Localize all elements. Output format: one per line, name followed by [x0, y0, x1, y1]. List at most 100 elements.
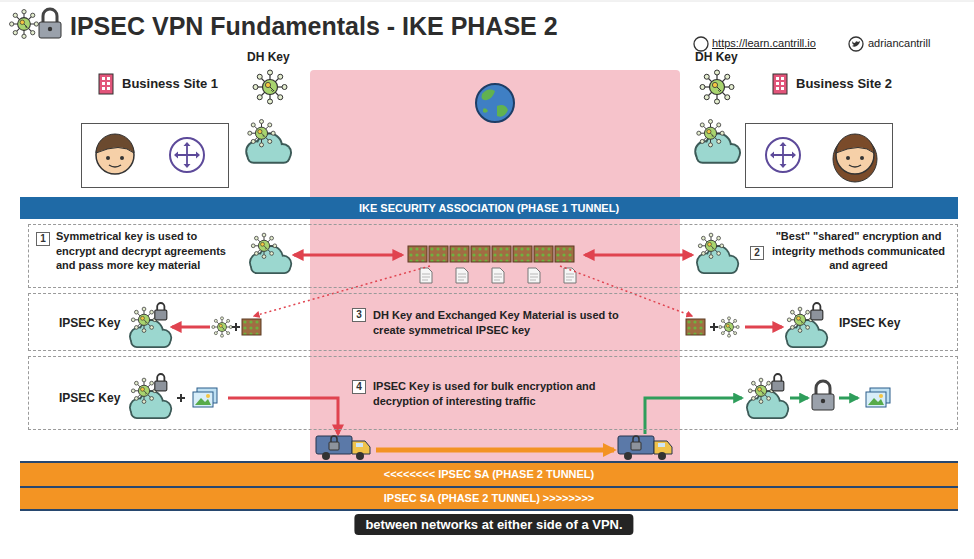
- step-row: IPSEC KeyDH Key and Exchanged Key Materi…: [28, 293, 958, 351]
- dh-key-icon: [131, 307, 156, 332]
- locked-key-icon: [131, 303, 171, 346]
- decrypt-arrow: [790, 397, 808, 400]
- label-text: adriancantrill: [868, 37, 930, 49]
- person-icon: [833, 134, 877, 182]
- padlock-icon: [811, 303, 823, 320]
- key-material-block: [534, 246, 553, 262]
- locked-key-icon: [131, 374, 171, 417]
- node-text: DH Key and Exchanged Key Material is use…: [373, 308, 623, 337]
- dh-key-icon: [253, 70, 287, 104]
- document-icon: [528, 268, 540, 283]
- step-row: IPSEC Key IPSEC Key is used for bulk encr…: [28, 356, 958, 430]
- key-material-arrow: [254, 266, 430, 316]
- router-icon: [766, 138, 800, 172]
- document-icon: [420, 268, 432, 283]
- padlock-icon: [155, 303, 167, 320]
- dh-key-icon: [251, 233, 276, 258]
- dh-key-icon: [248, 119, 275, 146]
- site-box: Business Site 1: [81, 123, 229, 188]
- padlock-icon: [631, 436, 641, 450]
- locked-key-icon: [748, 374, 788, 417]
- document-icon: [456, 268, 468, 283]
- document-icon: [492, 268, 504, 283]
- derive-arrow: [745, 326, 782, 329]
- dh-key-icon: [698, 233, 723, 258]
- locked-key-icon: [787, 303, 827, 346]
- tunnel-band: IKE SECURITY ASSOCIATION (PHASE 1 TUNNEL…: [20, 197, 958, 219]
- frame-line: [0, 1, 974, 2]
- node-text: IPSEC Key is used for bulk encryption an…: [373, 379, 623, 408]
- building-icon: [99, 74, 113, 94]
- exchange-arrow: [294, 254, 402, 257]
- callout-number: 1: [36, 232, 50, 246]
- padlock-icon: [39, 9, 61, 38]
- tunnel-band: <<<<<<<< IPSEC SA (PHASE 2 TUNNEL): [20, 461, 958, 486]
- plus-sign: [232, 323, 240, 331]
- truck-icon: [316, 436, 370, 460]
- key-material-block: [408, 246, 427, 262]
- internet-region: [310, 70, 680, 506]
- dh-key-icon: [719, 317, 739, 337]
- truck-icon: [618, 436, 672, 460]
- twitter-icon: [849, 37, 863, 51]
- key-material-block: [513, 246, 532, 262]
- symmetric-key-icon: [247, 119, 290, 161]
- caption-text: between networks at either side of a VPN…: [354, 514, 633, 535]
- encrypt-arrow: [228, 398, 338, 434]
- transfer-arrow: [376, 448, 614, 453]
- node-text: IPSEC Key: [59, 391, 120, 406]
- node-text: Business Site 1: [122, 77, 218, 92]
- dh-key-icon: [697, 119, 724, 146]
- callout-number: 2: [750, 246, 764, 260]
- person-icon: [96, 134, 134, 174]
- key-material-block: [450, 246, 469, 262]
- decrypt-arrow: [645, 398, 742, 434]
- label-text: DH Key: [695, 50, 738, 64]
- callout-number-text: 4: [356, 381, 362, 393]
- padlock-icon: [772, 374, 784, 391]
- symmetric-key-icon: [251, 233, 291, 272]
- padlock-icon: [155, 374, 167, 391]
- key-material-block: [429, 246, 448, 262]
- site-box: Business Site 2: [745, 123, 893, 188]
- data-icon: [866, 388, 890, 407]
- symmetric-key-icon: [698, 233, 738, 272]
- dh-key-icon: [787, 307, 812, 332]
- building-icon: [773, 74, 787, 94]
- dh-key-icon: [700, 70, 734, 104]
- callout-number: 4: [352, 380, 366, 394]
- callout-number-text: 3: [356, 309, 362, 321]
- node-text: IPSEC SA (PHASE 2 TUNNEL) >>>>>>>>: [384, 491, 595, 506]
- label-text: https://learn.cantrill.io: [712, 37, 816, 49]
- router-icon: [170, 138, 204, 172]
- callout-number-text: 1: [40, 233, 46, 245]
- plus-sign: [177, 394, 185, 402]
- plus-sign: [710, 323, 718, 331]
- symmetric-key-icon: [696, 119, 739, 161]
- step-row: Symmetrical key is used to encrypt and d…: [28, 224, 958, 288]
- website-icon: [694, 37, 708, 51]
- key-material-block: [242, 319, 261, 335]
- key-material-block: [492, 246, 511, 262]
- callout-number-text: 2: [754, 247, 760, 259]
- node-text: "Best" "shared" encryption and integrity…: [771, 229, 946, 273]
- node-text: IKE SECURITY ASSOCIATION (PHASE 1 TUNNEL…: [359, 201, 619, 216]
- callout-number: 3: [352, 308, 366, 322]
- internet-globe: [476, 84, 514, 122]
- exchange-arrow: [585, 254, 692, 257]
- title-text: IPSEC VPN Fundamentals - IKE PHASE 2: [70, 12, 558, 41]
- label-text: DH Key: [247, 50, 290, 64]
- tunnel-band: IPSEC SA (PHASE 2 TUNNEL) >>>>>>>>: [20, 486, 958, 511]
- key-material-block: [555, 246, 574, 262]
- padlock-icon: [812, 381, 834, 410]
- dh-key-icon: [131, 378, 156, 403]
- padlock-icon: [329, 436, 339, 450]
- decrypt-arrow: [839, 397, 858, 400]
- node-text: <<<<<<<< IPSEC SA (PHASE 2 TUNNEL): [384, 467, 595, 482]
- derive-arrow: [172, 326, 210, 329]
- key-material-arrow: [560, 266, 692, 316]
- data-icon: [193, 388, 217, 407]
- dh-key-icon: [10, 10, 39, 39]
- node-text: Business Site 2: [796, 77, 892, 92]
